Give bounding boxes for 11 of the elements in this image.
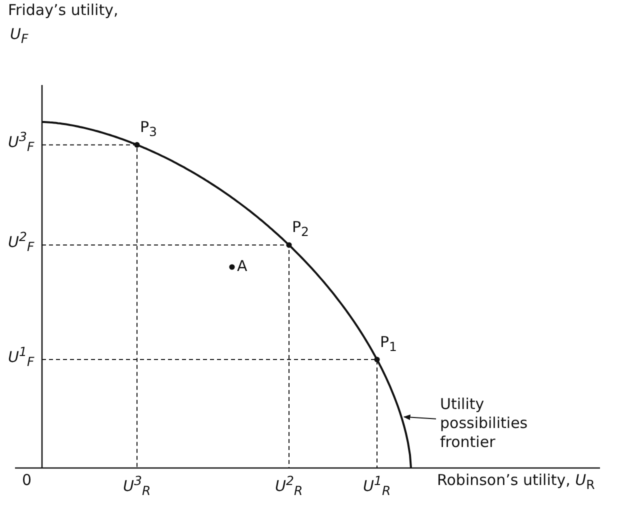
axis-title: U$_{F}$ — [10, 26, 28, 46]
origin-label: 0 — [22, 472, 32, 488]
axis-title: Robinson’s utility, U$_{R}$ — [437, 472, 595, 492]
curve-label: Utility possibilities frontier — [440, 395, 560, 452]
point-label: P$_{1}$ — [380, 334, 397, 354]
point-label: A — [237, 258, 248, 274]
frontier-curve — [42, 121, 412, 468]
leader-line — [403, 414, 436, 420]
point-label: P$_{3}$ — [140, 118, 157, 139]
point-label: P$_{2}$ — [292, 219, 309, 239]
axis-title: Friday’s utility, — [8, 2, 118, 18]
